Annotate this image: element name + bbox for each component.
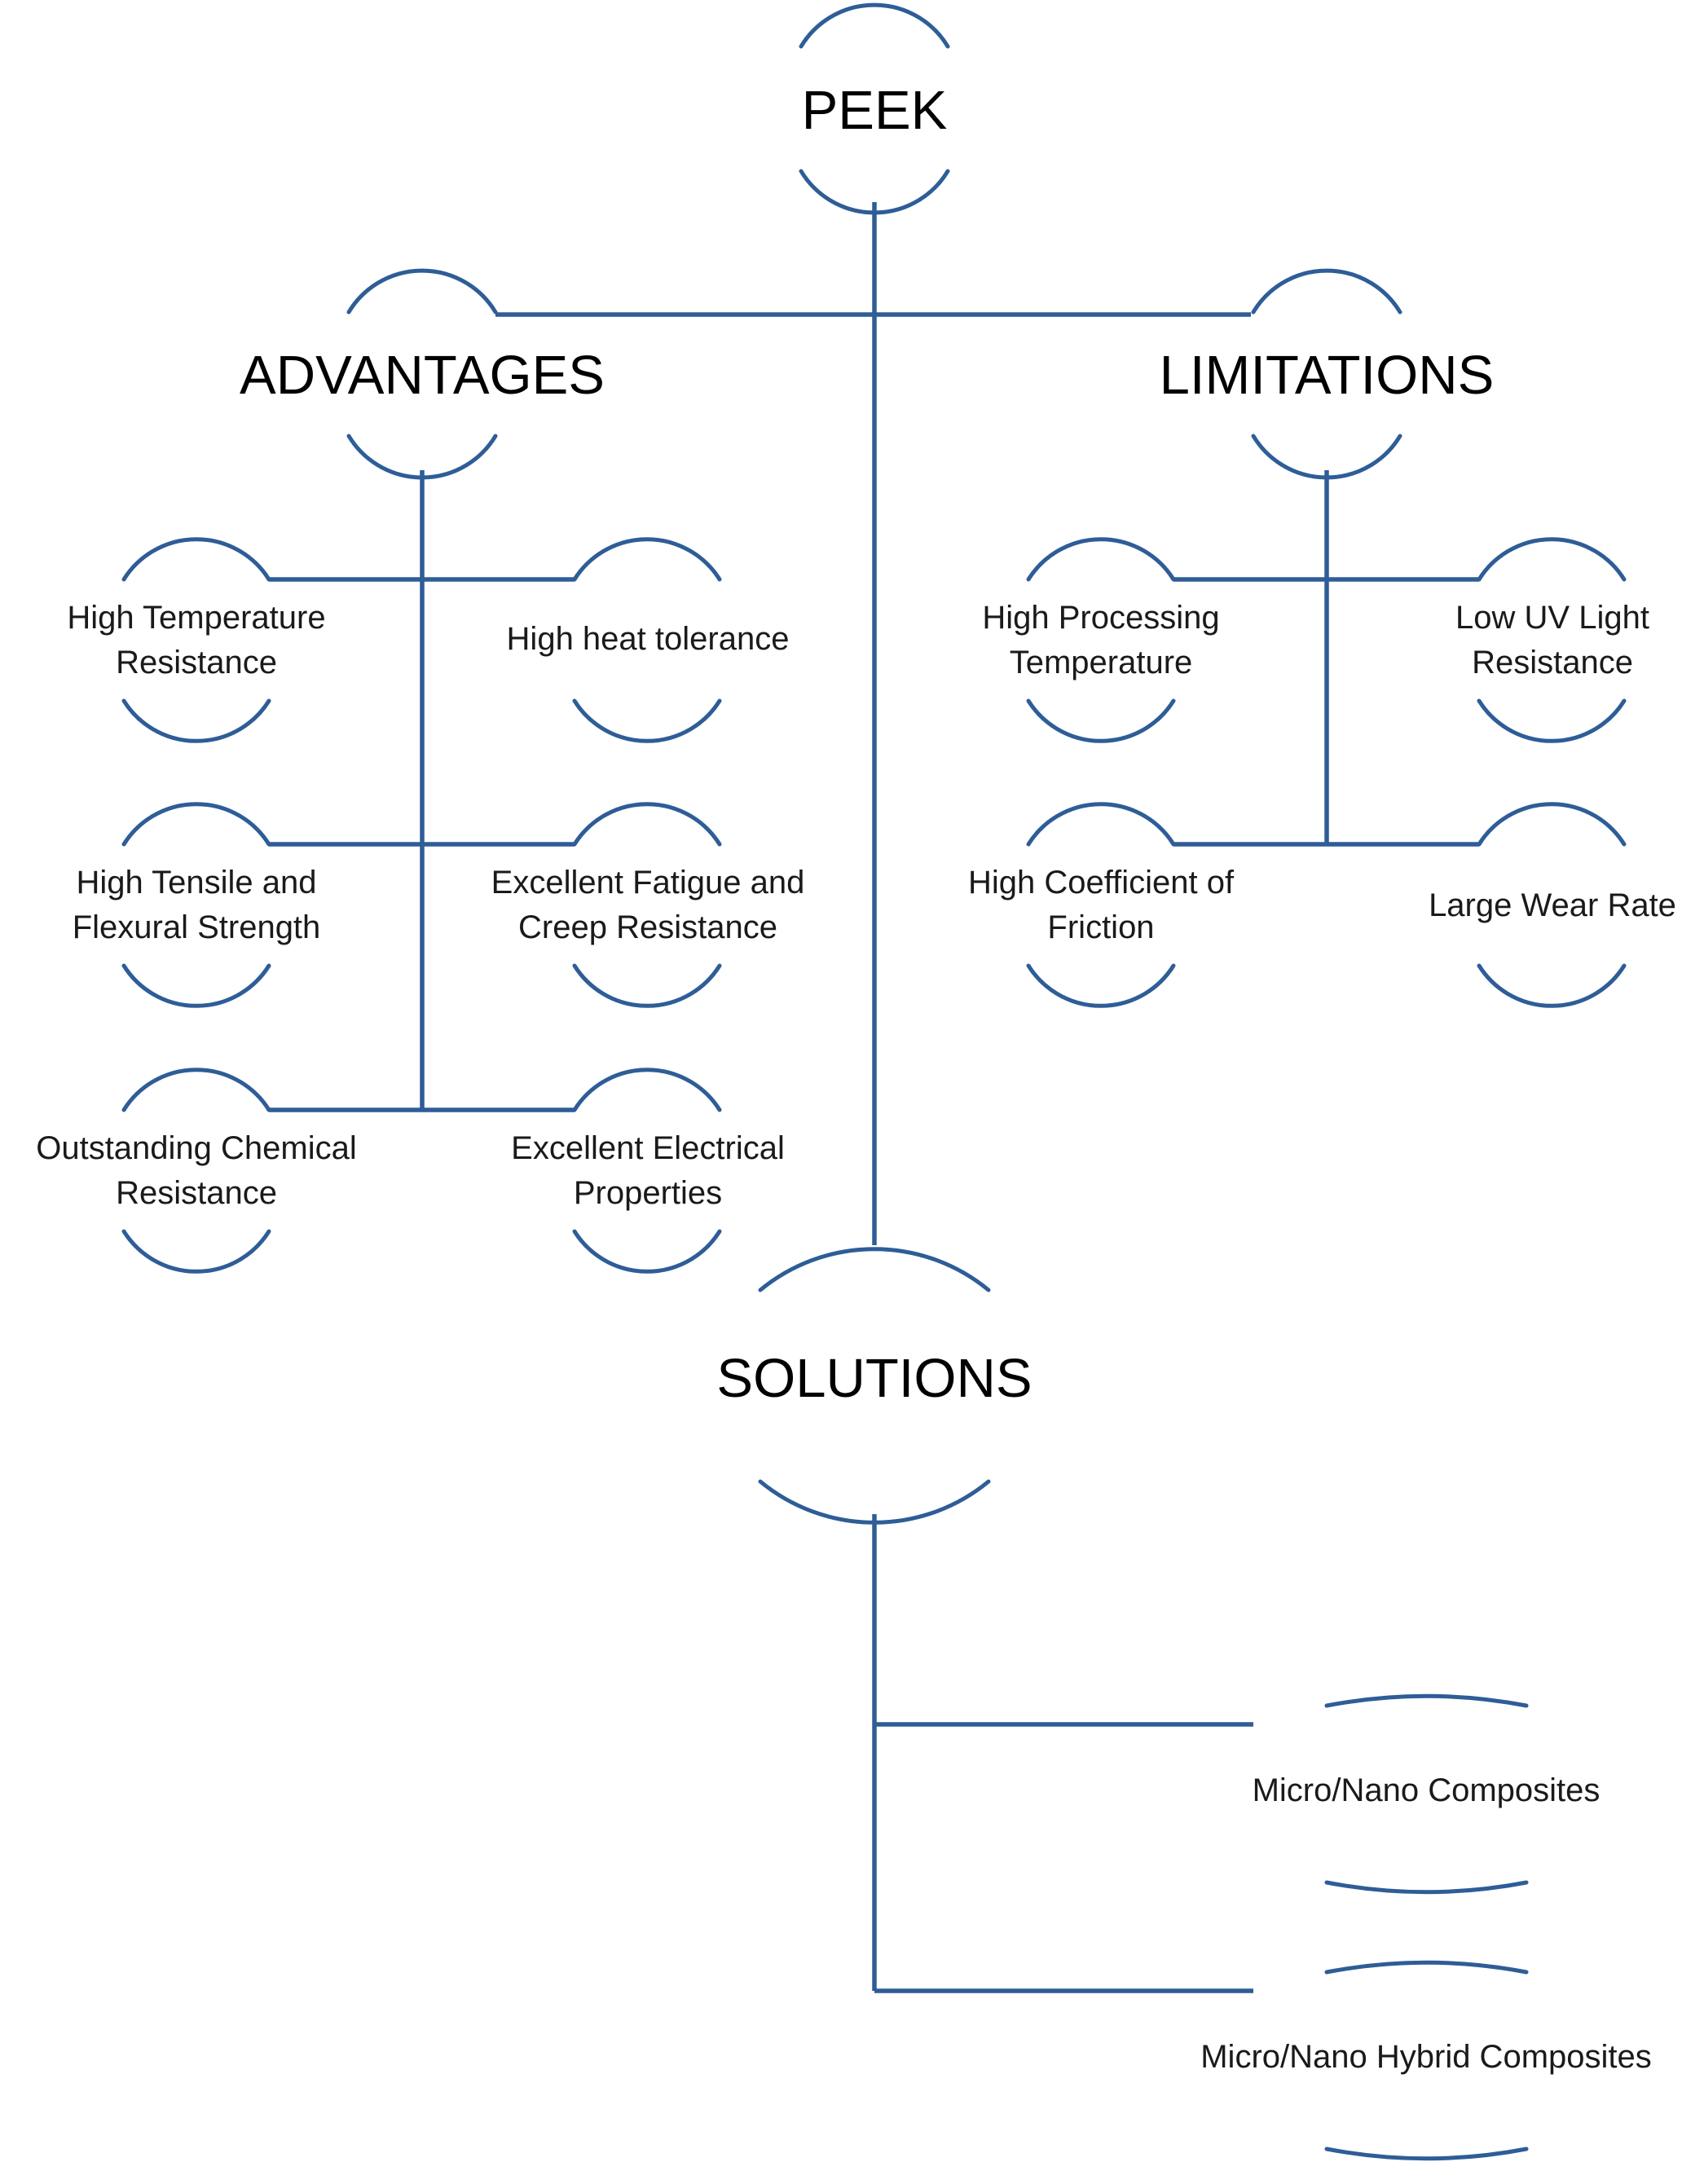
root-node-bottom-arc: [799, 169, 950, 215]
advantage-item-4-line1: Excellent Fatigue and: [491, 865, 805, 900]
advantage-item-5-line1: Outstanding Chemical: [36, 1130, 357, 1166]
limitation-item-4-bottom-arc: [1477, 963, 1627, 1008]
solutions-node-bottom-arc: [758, 1479, 991, 1525]
limitation-item-4: Large Wear Rate: [1429, 802, 1676, 1008]
solution-item-2-top-arc: [1324, 1960, 1529, 1975]
root-label: PEEK: [802, 80, 948, 141]
advantage-item-5-line2: Resistance: [116, 1175, 277, 1211]
advantage-item-6-line1: Excellent Electrical: [511, 1130, 785, 1166]
solutions-node: SOLUTIONS: [716, 1247, 1033, 1525]
advantage-item-2: High heat tolerance: [507, 537, 790, 743]
advantages-label: ADVANTAGES: [240, 345, 605, 406]
limitations-node: LIMITATIONS: [1160, 268, 1495, 480]
limitation-item-1-top-arc: [1026, 537, 1176, 582]
advantage-item-3: High Tensile and Flexural Strength: [73, 802, 321, 1008]
limitation-item-3-bottom-arc: [1026, 963, 1176, 1008]
advantage-item-3-bottom-arc: [121, 963, 271, 1008]
advantage-item-6-line2: Properties: [574, 1175, 722, 1211]
advantage-item-3-top-arc: [121, 802, 271, 847]
connector-lines: [269, 202, 1479, 1993]
advantage-item-1-line2: Resistance: [116, 645, 277, 680]
root-node-top-arc: [799, 2, 950, 49]
advantage-item-2-bottom-arc: [572, 698, 722, 743]
limitations-node-top-arc: [1251, 268, 1402, 315]
limitation-item-4-top-arc: [1477, 802, 1627, 847]
limitation-item-2-line2: Resistance: [1472, 645, 1633, 680]
advantage-item-1: High Temperature Resistance: [67, 537, 326, 743]
limitation-item-2-top-arc: [1477, 537, 1627, 582]
limitation-item-3: High Coefficient of Friction: [968, 802, 1235, 1008]
advantage-item-4-top-arc: [572, 802, 722, 847]
limitation-item-3-line1: High Coefficient of: [968, 865, 1235, 900]
advantage-item-1-top-arc: [121, 537, 271, 582]
advantage-item-2-top-arc: [572, 537, 722, 582]
limitation-item-4-line1: Large Wear Rate: [1429, 887, 1676, 923]
limitation-item-1-line2: Temperature: [1010, 645, 1193, 680]
root-node: PEEK: [799, 2, 950, 215]
limitations-label: LIMITATIONS: [1160, 345, 1495, 406]
solution-item-1: Micro/Nano Composites: [1253, 1693, 1601, 1895]
limitations-node-bottom-arc: [1251, 434, 1402, 480]
solution-item-2-label: Micro/Nano Hybrid Composites: [1200, 2039, 1652, 2075]
advantage-item-2-line1: High heat tolerance: [507, 621, 790, 657]
limitation-item-1-line1: High Processing: [982, 600, 1219, 636]
advantages-node-top-arc: [346, 268, 498, 315]
solution-item-2-bottom-arc: [1324, 2147, 1529, 2161]
advantage-item-5-top-arc: [121, 1068, 271, 1112]
advantage-item-1-bottom-arc: [121, 698, 271, 743]
advantage-item-5: Outstanding Chemical Resistance: [36, 1068, 357, 1274]
advantage-item-6-bottom-arc: [572, 1229, 722, 1274]
advantage-item-3-line2: Flexural Strength: [73, 909, 321, 945]
limitation-item-2-bottom-arc: [1477, 698, 1627, 743]
solution-item-1-top-arc: [1324, 1693, 1529, 1708]
limitation-item-3-line2: Friction: [1047, 909, 1154, 945]
advantage-item-3-line1: High Tensile and: [76, 865, 316, 900]
limitation-item-1: High Processing Temperature: [982, 537, 1220, 743]
advantage-item-6-top-arc: [572, 1068, 722, 1112]
solution-item-1-bottom-arc: [1324, 1880, 1529, 1895]
advantage-item-5-bottom-arc: [121, 1229, 271, 1274]
advantages-node: ADVANTAGES: [240, 268, 605, 480]
limitation-item-2: Low UV Light Resistance: [1455, 537, 1649, 743]
solution-item-2: Micro/Nano Hybrid Composites: [1200, 1960, 1652, 2161]
advantage-item-4-bottom-arc: [572, 963, 722, 1008]
advantage-item-1-line1: High Temperature: [67, 600, 325, 636]
advantages-node-bottom-arc: [346, 434, 498, 480]
limitation-item-1-bottom-arc: [1026, 698, 1176, 743]
solution-item-1-label: Micro/Nano Composites: [1253, 1772, 1601, 1808]
advantage-item-6: Excellent Electrical Properties: [511, 1068, 785, 1274]
limitation-item-2-line1: Low UV Light: [1455, 600, 1649, 636]
solutions-node-top-arc: [758, 1247, 991, 1292]
advantage-item-4-line2: Creep Resistance: [518, 909, 777, 945]
advantage-item-4: Excellent Fatigue and Creep Resistance: [491, 802, 805, 1008]
limitation-item-3-top-arc: [1026, 802, 1176, 847]
solutions-label: SOLUTIONS: [716, 1348, 1032, 1409]
